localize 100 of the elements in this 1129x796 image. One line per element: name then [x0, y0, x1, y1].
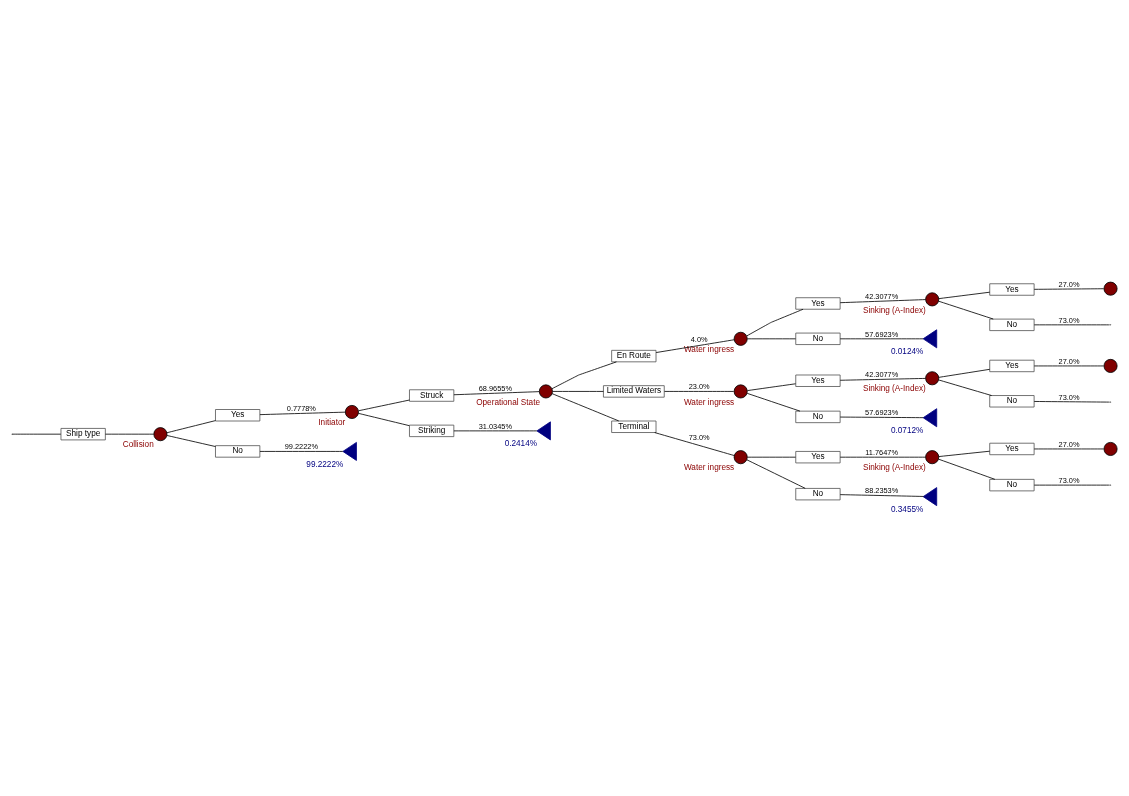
connector: [654, 432, 735, 456]
node-box: Yes: [795, 451, 841, 464]
connector: [105, 433, 155, 435]
node-box: Struck: [409, 389, 455, 402]
node-triangle: [342, 441, 357, 461]
edge-label: 73.0%: [1058, 475, 1080, 485]
connector: [166, 435, 216, 447]
connector: [747, 383, 796, 391]
node-box: No: [795, 488, 841, 501]
node-box: Limited Waters: [603, 385, 665, 398]
edge-label: 73.0%: [688, 433, 710, 443]
node-box: Terminal: [611, 420, 657, 433]
connector: [839, 416, 924, 419]
node-label: Sinking (A-Index): [862, 463, 926, 473]
node-triangle: [922, 487, 938, 507]
connector: [747, 456, 796, 458]
connector: [1033, 288, 1105, 290]
edge-label: 99.2222%: [284, 442, 318, 452]
edge-label: 57.6923%: [865, 408, 899, 418]
node-label: Operational State: [476, 397, 541, 407]
node-box: Yes: [989, 359, 1035, 373]
node-circle: [538, 384, 553, 399]
connector: [839, 494, 924, 497]
node-box: No: [989, 318, 1035, 331]
node-circle: [153, 427, 168, 442]
edge-label: 42.3077%: [865, 369, 899, 379]
node-label: 0.2414%: [504, 439, 538, 449]
node-box: Yes: [989, 442, 1035, 456]
connector: [655, 339, 735, 353]
node-circle: [925, 371, 940, 386]
connector: [259, 411, 346, 416]
connector: [938, 450, 991, 457]
connector: [839, 299, 926, 304]
node-box: No: [989, 478, 1035, 492]
node-label: Water ingress: [683, 397, 735, 407]
connector: [746, 459, 806, 489]
node-triangle: [922, 329, 938, 349]
node-box: No: [795, 332, 841, 345]
node-circle: [733, 384, 748, 399]
connector: [551, 361, 617, 390]
connector: [453, 391, 540, 396]
edge-label: 11.7647%: [865, 447, 898, 457]
node-label: Sinking (A-Index): [862, 305, 926, 315]
node-box: Striking: [409, 424, 455, 438]
edge-label: 27.0%: [1058, 439, 1080, 449]
connector: [1033, 365, 1105, 367]
connector: [358, 399, 410, 412]
edge-label: 68.9655%: [478, 383, 512, 393]
connector: [166, 420, 216, 434]
edge-label: 4.0%: [690, 335, 708, 345]
node-box: No: [989, 395, 1035, 408]
node-box: No: [795, 410, 841, 424]
node-label: 99.2222%: [306, 460, 344, 470]
node-label: Initiator: [318, 418, 346, 428]
node-circle: [1103, 441, 1118, 456]
connector: [1033, 401, 1110, 403]
node-circle: [925, 450, 940, 465]
connector: [746, 308, 804, 337]
edge-label: 73.0%: [1058, 392, 1080, 402]
edge-label: 42.3077%: [865, 291, 899, 301]
node-box: En Route: [611, 349, 657, 363]
connector: [747, 338, 796, 340]
node-box: Yes: [795, 297, 841, 310]
node-triangle: [536, 421, 551, 441]
connector: [938, 300, 994, 320]
node-label: 0.3455%: [890, 505, 924, 515]
connector: [839, 378, 926, 381]
connector: [746, 392, 801, 412]
edge-label: 88.2353%: [865, 485, 899, 495]
node-label: Collision: [122, 440, 154, 450]
connector: [938, 379, 992, 396]
node-circle: [733, 450, 748, 465]
connector: [664, 391, 735, 392]
edge-label: 27.0%: [1058, 280, 1080, 290]
node-box: Yes: [215, 409, 261, 422]
edge-label: 27.0%: [1058, 356, 1080, 366]
edge-label: 0.7778%: [286, 404, 316, 414]
node-label: 0.0712%: [890, 426, 924, 436]
node-circle: [925, 292, 940, 307]
edge-label: 73.0%: [1058, 315, 1080, 325]
node-circle: [733, 331, 748, 346]
node-circle: [1103, 358, 1118, 373]
node-triangle: [922, 408, 938, 428]
connector: [551, 393, 620, 422]
edge-label: 31.0345%: [478, 421, 512, 431]
node-label: Water ingress: [683, 344, 735, 354]
connector: [839, 456, 926, 458]
connector: [938, 368, 991, 378]
edge-label: 23.0%: [688, 382, 710, 392]
connector: [938, 458, 996, 480]
connector: [938, 291, 991, 300]
edge-label: 57.6923%: [865, 329, 899, 339]
node-circle: [344, 405, 359, 419]
node-box: Ship type: [60, 428, 106, 441]
node-box: Yes: [795, 374, 841, 387]
connector: [1033, 448, 1105, 450]
node-box: Yes: [989, 283, 1035, 296]
connector: [259, 451, 344, 452]
connector: [552, 391, 604, 392]
connector: [357, 412, 410, 427]
